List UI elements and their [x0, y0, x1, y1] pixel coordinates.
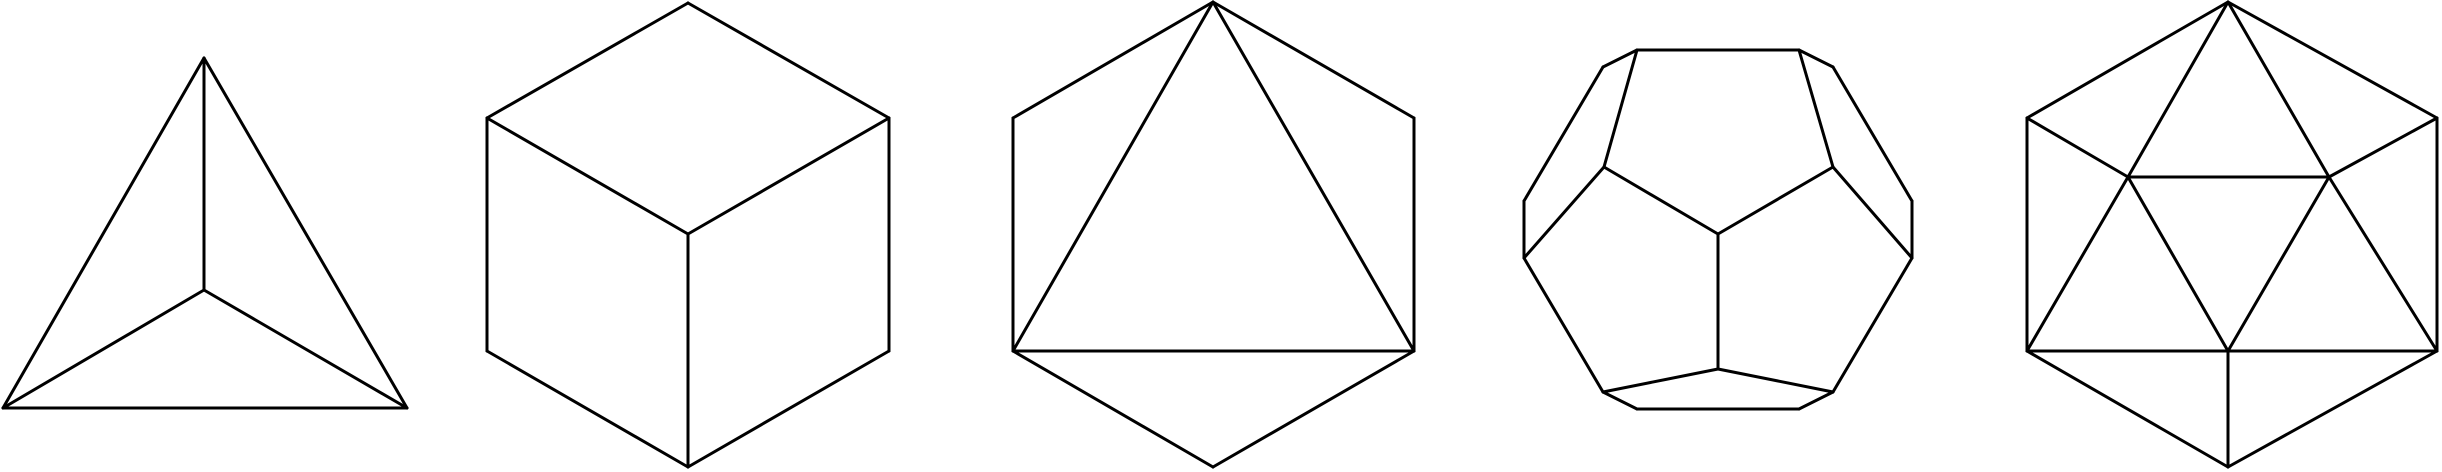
- icosahedron-edge: [2226, 0, 2439, 120]
- octahedron-edge: [1011, 349, 1215, 469]
- cube-figure: [485, 1, 891, 469]
- icosahedron-edge: [2327, 175, 2439, 353]
- dodecahedron-edge: [1797, 48, 1835, 69]
- octahedron-edge: [1211, 0, 1416, 353]
- dodecahedron-edge: [1602, 48, 1639, 169]
- dodecahedron-edge: [1601, 390, 1639, 411]
- dodecahedron-edge: [1602, 165, 1720, 236]
- dodecahedron-edge: [1716, 367, 1835, 394]
- icosahedron-edge: [2226, 0, 2331, 179]
- dodecahedron-edge: [1716, 165, 1835, 236]
- dodecahedron-edge: [1522, 165, 1606, 260]
- icosahedron-edge: [2025, 116, 2130, 179]
- octahedron-figure: [1011, 0, 1416, 469]
- dodecahedron-edge: [1831, 65, 1914, 203]
- icosahedron-edge: [2126, 175, 2230, 353]
- tetrahedron-figure: [1, 56, 409, 410]
- tetrahedron-edge: [1, 56, 206, 410]
- dodecahedron-edge: [1831, 256, 1914, 394]
- icosahedron-edge: [2025, 175, 2130, 353]
- octahedron-edge: [1211, 349, 1416, 469]
- icosahedron-edge: [2226, 349, 2439, 469]
- cube-edge: [686, 116, 891, 236]
- cube-edge: [485, 1, 690, 120]
- octahedron-edge: [1011, 0, 1215, 120]
- icosahedron-edge: [2327, 116, 2439, 179]
- icosahedron-edge: [2126, 0, 2230, 179]
- dodecahedron-figure: [1522, 48, 1914, 411]
- octahedron-edge: [1211, 0, 1416, 120]
- dodecahedron-edge: [1797, 48, 1835, 169]
- cube-edge: [485, 116, 690, 236]
- cube-edge: [686, 349, 891, 469]
- cube-edge: [485, 349, 690, 469]
- octahedron-edge: [1011, 0, 1215, 353]
- dodecahedron-edge: [1601, 48, 1639, 69]
- dodecahedron-edge: [1522, 256, 1605, 394]
- tetrahedron-edge: [202, 56, 409, 410]
- dodecahedron-edge: [1601, 367, 1720, 394]
- dodecahedron-edge: [1831, 165, 1914, 260]
- tetrahedron-edge: [202, 288, 409, 410]
- tetrahedron-edge: [1, 288, 206, 410]
- dodecahedron-edge: [1797, 390, 1835, 411]
- icosahedron-figure: [2025, 0, 2439, 469]
- icosahedron-edge: [2025, 0, 2230, 120]
- icosahedron-edge: [2226, 175, 2331, 353]
- dodecahedron-edge: [1522, 65, 1605, 203]
- icosahedron-edge: [2025, 349, 2230, 469]
- cube-edge: [686, 1, 891, 120]
